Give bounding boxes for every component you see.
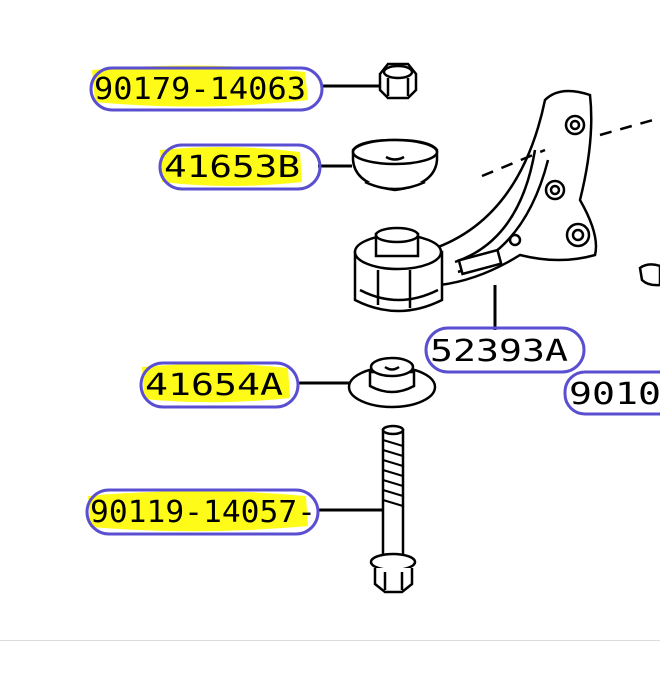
highlight-upper-cushion	[160, 146, 302, 186]
label-lower-arm: 52393A	[430, 334, 568, 369]
label-partial-right: 90105	[569, 377, 660, 412]
label-bolt: 90119-14057-	[90, 495, 316, 530]
upper-cushion-icon	[351, 138, 439, 192]
label-outline-lower-arm	[424, 326, 586, 374]
center-lines	[481, 116, 660, 178]
label-outlines	[85, 66, 660, 536]
label-outline-upper-cushion	[158, 143, 322, 191]
nut-icon	[378, 62, 418, 100]
lower-cushion-icon	[347, 356, 437, 409]
partial-part-edge	[638, 263, 660, 287]
highlight-lower-cushion	[142, 363, 290, 403]
highlight-marks	[88, 65, 308, 532]
label-outline-lower-cushion	[139, 361, 300, 409]
label-outline-nut	[89, 66, 324, 112]
lower-arm-icon	[353, 89, 598, 313]
label-lower-cushion: 41654A	[145, 368, 283, 403]
bolt-icon	[369, 424, 417, 594]
label-nut: 90179-14063	[94, 72, 306, 107]
bottom-divider	[0, 640, 660, 641]
part-labels: 90179-14063 41653B 52393A 90105 41654A 9…	[90, 72, 660, 530]
highlight-nut	[92, 65, 308, 107]
label-upper-cushion: 41653B	[164, 150, 300, 185]
label-outline-partial	[563, 370, 660, 416]
highlight-bolt	[88, 491, 308, 532]
label-outline-bolt	[85, 488, 320, 536]
leader-lines	[298, 84, 497, 512]
